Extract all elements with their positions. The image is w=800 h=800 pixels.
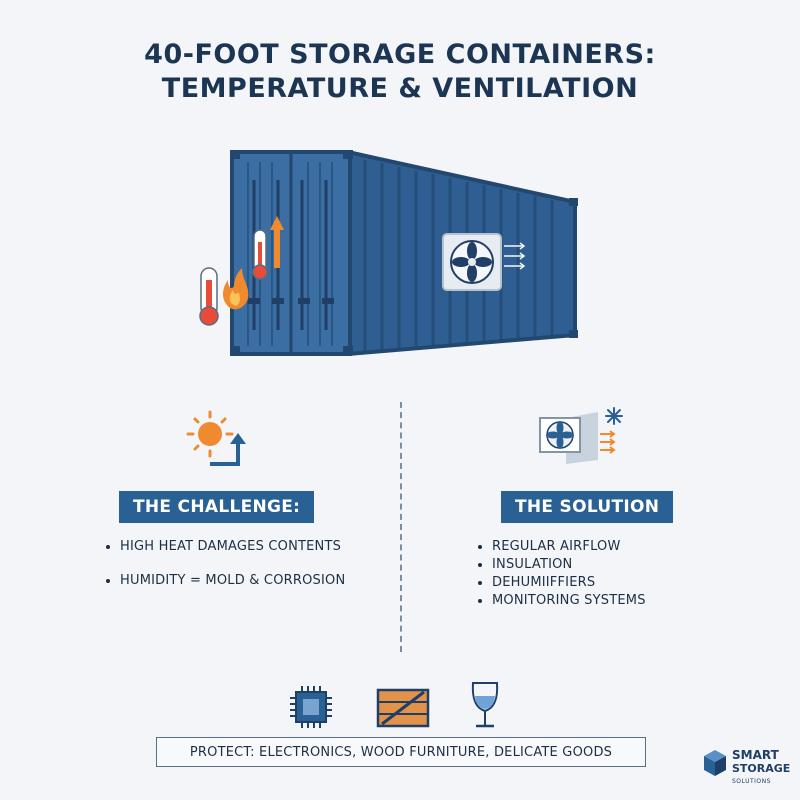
list-item: HIGH HEAT DAMAGES CONTENTS bbox=[106, 539, 345, 554]
list-item: HUMIDITY = MOLD & CORROSION bbox=[106, 573, 345, 588]
brand-logo: SMART STORAGE SOLUTIONS bbox=[703, 749, 790, 788]
list-item: MONITORING SYSTEMS bbox=[478, 593, 646, 608]
cube-logo-icon bbox=[704, 750, 726, 776]
page-title: 40-FOOT STORAGE CONTAINERS: TEMPERATURE … bbox=[0, 38, 800, 106]
list-item: INSULATION bbox=[478, 557, 646, 572]
title-line-2: TEMPERATURE & VENTILATION bbox=[161, 73, 639, 104]
brand-line-2: STORAGE bbox=[732, 762, 791, 775]
challenge-heading: THE CHALLENGE: bbox=[119, 491, 315, 523]
challenge-list: HIGH HEAT DAMAGES CONTENTS HUMIDITY = MO… bbox=[106, 539, 345, 607]
list-item: DEHUMIIFFIERS bbox=[478, 575, 646, 590]
protect-banner: PROTECT: ELECTRONICS, WOOD FURNITURE, DE… bbox=[156, 737, 646, 767]
brand-line-1: SMART bbox=[732, 748, 779, 762]
vent-fan-icon bbox=[442, 233, 502, 291]
wine-glass-icon bbox=[471, 682, 499, 728]
section-divider bbox=[400, 402, 402, 652]
container-illustration bbox=[199, 150, 578, 356]
sun-rising-icon bbox=[186, 410, 246, 466]
flame-icon bbox=[223, 268, 249, 310]
up-arrow-icon bbox=[270, 216, 284, 268]
vent-snowflake-icon bbox=[539, 407, 623, 464]
solution-list: REGULAR AIRFLOW INSULATION DEHUMIIFFIERS… bbox=[478, 539, 646, 611]
wood-crate-icon bbox=[376, 688, 430, 728]
thermometer-icon bbox=[199, 229, 268, 326]
container-icon bbox=[230, 150, 578, 356]
list-item: REGULAR AIRFLOW bbox=[478, 539, 646, 554]
title-line-1: 40-FOOT STORAGE CONTAINERS: bbox=[144, 39, 656, 70]
microchip-icon bbox=[290, 686, 332, 728]
airflow-arrows-icon bbox=[504, 242, 526, 270]
solution-heading: THE SOLUTION bbox=[501, 491, 674, 523]
brand-line-3: SOLUTIONS bbox=[732, 778, 771, 785]
